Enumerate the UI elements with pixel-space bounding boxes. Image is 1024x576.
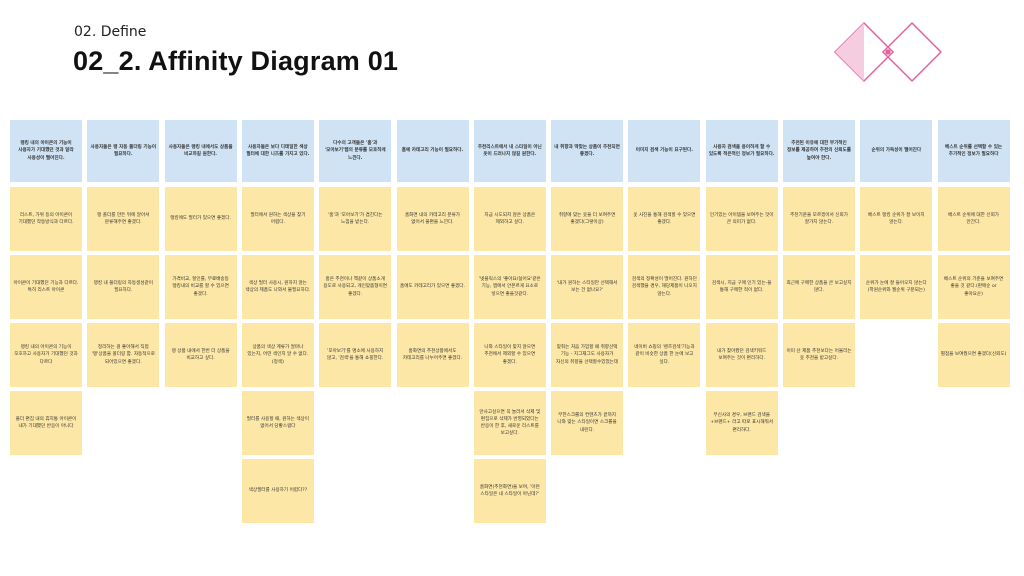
- sticky-note: 베스트 랭킹 순위가 잘 보이지 않는다.: [860, 187, 933, 251]
- sticky-note: 순위가 눈에 잘 들어오지 않는다 (학원순위와 월순위 구분되는): [860, 255, 933, 319]
- sticky-note: '홈'과 '모아보기'가 겹친다는 느낌을 받는다.: [319, 187, 392, 251]
- sticky-note: 무신사의 경우, 브랜드 검색을 +브랜드+ 라고 따로 표시해줘서 편리하다.: [705, 391, 778, 455]
- sticky-note: 옷 사진을 통해 검색할 수 있으면 좋겠다.: [628, 187, 701, 251]
- theme-header-note: 사용자 검색을 용이하게 할 수 있도록 적은적인 정보가 필요하다.: [705, 120, 778, 182]
- sticky-note: 필터에서 원하는 색상을 찾기 어렵다.: [241, 187, 314, 251]
- sticky-note: 내가 찾아봤던 검색키워드 보여주는 것이 편리하다.: [705, 323, 778, 387]
- logo-right-diamond: [881, 21, 942, 83]
- theme-header-note: 추천된 이유에 대한 부가적인 정보를 제공하여 추천의 신뢰도를 높여야 한다…: [783, 120, 855, 182]
- sticky-note: 정리하는 걸 좋아해서 직접 '랭'상품을 폴더링 함. 자동적으로 되어있으면…: [87, 323, 160, 387]
- sticky-note: 랭 폴더를 만든 뒤에 알아서 분류해주면 좋겠다.: [87, 187, 160, 251]
- section-label: 02. Define: [74, 24, 147, 40]
- sticky-note: '넷플릭스의 '좋아요/싫어요'같은 기능, 앱에서 안본르게 요소로 넣으면 …: [473, 255, 546, 319]
- sticky-note: 이미 산 제품 추천보다는 어울리는 옷 추천을 받고싶다.: [783, 323, 855, 387]
- sticky-note: 홈에도 카테고리가 있으면 좋겠다.: [396, 255, 469, 319]
- sticky-note: 랭킹 내의 아이콘의 기능이 모호하고 사용자가 기대했던 것과 다르다: [10, 323, 82, 387]
- theme-header-note: 사용자들은 랭킹 내에서도 상품을 비교하길 원한다.: [164, 120, 237, 182]
- theme-header-note: 내 취향과 딱맞는 상품이 추천되면 좋겠다.: [551, 120, 624, 182]
- sticky-note: 인기있는 아이템을 보여주는 것이 큰 의미가 없다.: [705, 187, 778, 251]
- sticky-note: 검색시, 지금 구매 인기 있는-을 통해 구매한 적이 없다.: [705, 255, 778, 319]
- theme-header-note: 이미지 검색 기능이 요구된다.: [628, 120, 701, 182]
- theme-header-note: 사용자들은 보다 디테일한 색상 필터에 대한 니즈를 가지고 있다.: [241, 120, 314, 182]
- sticky-note: 추천기준을 모르겠어서 신뢰가 잘가지 않는다.: [783, 187, 855, 251]
- sticky-note: 지금 시도되지 않은 상품은 제외하고 싶다.: [473, 187, 546, 251]
- sticky-note: 색상필터를 사용하기 어렵다??: [241, 459, 314, 523]
- sticky-note: 상품의 색상 계류가 얼마나 있는지, 어떤 색인지 알 수 없다. (정색): [241, 323, 314, 387]
- sticky-note: 안사고싶으면 꼭 눌러서 삭제 및 편집으로 삭제가 반영되었다는 반응이 한 …: [473, 391, 546, 455]
- sticky-note: 홈화면 내의 카테고리 분류가 없어서 불편을 느낀다.: [396, 187, 469, 251]
- sticky-note: 맞춰는 처음 가입할 때 취향선택 기능 - 지그재그도 사용자가 자신의 취향…: [551, 323, 624, 387]
- sticky-note: 홈은 추천이나 책같이 상품소개 용도로 사용되고, 개인맞춤형이면 좋겠다.: [319, 255, 392, 319]
- sticky-note: 리스트, 가위 등의 아이콘이 기대했던 작동방식과 다르다.: [10, 187, 82, 251]
- theme-header-note: 순위의 가독성이 떨어진다: [860, 120, 933, 182]
- theme-header-note: 랭킹 내의 아이콘의 기능이 사용자가 기대했던 것과 달라 사용성이 떨어진다…: [10, 120, 82, 182]
- diamond-logo-icon: [833, 21, 942, 83]
- sticky-note: 무한스크롤의 컨텐츠가 끝까지 나와 맞는 스타일이면 스크롤을 내린다.: [551, 391, 624, 455]
- theme-header-note: 추천리스트에서 내 스타일이 아닌 옷이 드러나지 않길 원한다.: [473, 120, 546, 182]
- sticky-note: 베스트 순위의 기준을 보여주면 좋을 것 같다.(판매순 or 좋아요순): [937, 255, 1010, 319]
- theme-header-note: 홈에 카테고리 기능이 필요하다.: [396, 120, 469, 182]
- sticky-note: 나와 스타일이 맞지 않으면 추천에서 제외할 수 있으면 좋겠다.: [473, 323, 546, 387]
- sticky-note: '내가 원하는 스타일만 선택해서 보는 건 없나요?': [551, 255, 624, 319]
- sticky-note: 아이콘이 기대했던 기능과 다르다. 특히 리스트 아이콘: [10, 255, 82, 319]
- sticky-note: 검색의 정확성이 떨어진다. 원하던 검색했을 경우, 해당제품이 나오지 않는…: [628, 255, 701, 319]
- theme-header-note: 사용자들은 랭 자동 플더링 기능이 필요하다.: [87, 120, 160, 182]
- sticky-note: 랭 상품 내에서 한번 더 상품을 비교하고 싶다.: [164, 323, 237, 387]
- sticky-note: 홈화면의 추천상품에서도 카테고리를 나누어주면 좋겠다.: [396, 323, 469, 387]
- theme-header-note: 베스트 순위를 선택할 수 있는 추가적인 정보가 필요하다: [937, 120, 1010, 182]
- sticky-note: 별점을 보여줬으면 좋겠다(신뢰도): [937, 323, 1010, 387]
- sticky-note: '모아보기'를 명소에 사용하지 않고, '검색'을 통해 쇼핑한다.: [319, 323, 392, 387]
- sticky-note: 최근에 구매한 상품을 큰 보고싶지 않다.: [783, 255, 855, 319]
- sticky-note: 홈화면(추천화면)을 보며, '이런 스타일은 내 스타일이 아닌데?': [473, 459, 546, 523]
- logo-dot: [885, 49, 891, 55]
- sticky-note: 네이버 쇼핑의 '렌즈검색'기능과 같이 비슷한 상품 한 눈에 보고 싶다.: [628, 323, 701, 387]
- page-title: 02_2. Affinity Diagram 01: [73, 46, 399, 76]
- sticky-note: 가격비교, 할인률, 무료배송등 랭킹내의 비교를 할 수 있으면 좋겠다.: [164, 255, 237, 319]
- theme-header-note: 다수의 고객들은 '홈'과 '모아보기'탭의 분류를 모호하게 느낀다.: [319, 120, 392, 182]
- sticky-note: 플더 편집 내의 휴지통 아이콘이 내가 기대했던 반응이 아니다: [10, 391, 82, 455]
- sticky-note: 베스트 순위에 대한 신뢰가 안간다.: [937, 187, 1010, 251]
- sticky-note: 색상 필터 사용시, 원하지 않는 색상의 제품도 나와서 불필요하다.: [241, 255, 314, 319]
- sticky-note: 필터를 사용할 때, 원하는 색상이 없어서 당황스럽다: [241, 391, 314, 455]
- sticky-note: 랭킹에도 필터가 있으면 좋겠다.: [164, 187, 237, 251]
- logo-left-diamond-fill: [835, 23, 864, 81]
- sticky-note: 취향에 맞는 옷을 더 보여주면 좋겠다(그렇이상): [551, 187, 624, 251]
- sticky-note: 랭킹 내 플더링의 자동생성같이 필요하다.: [87, 255, 160, 319]
